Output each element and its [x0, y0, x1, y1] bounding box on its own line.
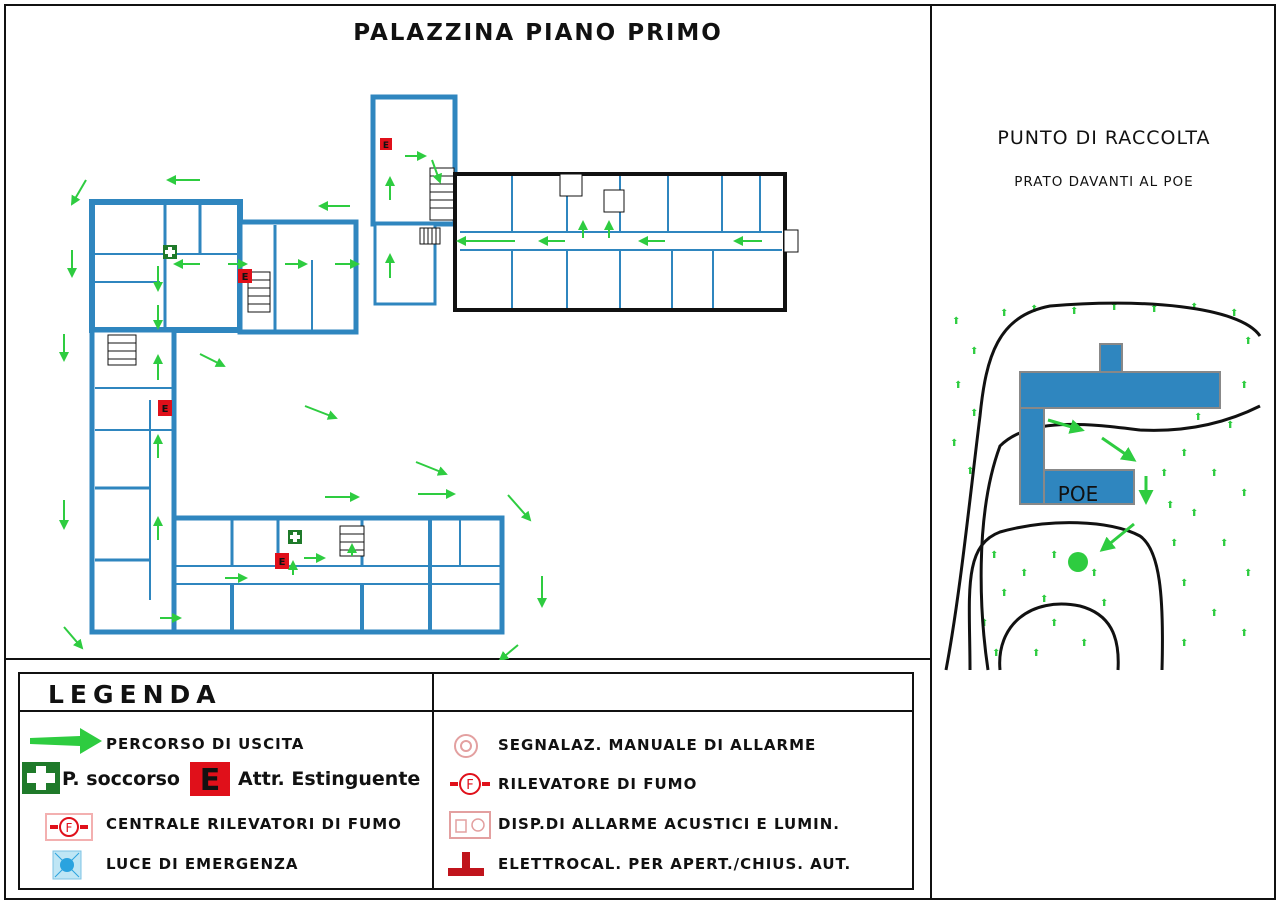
south-wing	[171, 515, 505, 635]
first-aid-cross-icon	[22, 762, 60, 794]
poe-label: POE	[1058, 482, 1098, 506]
svg-text:⬆: ⬆	[970, 346, 978, 357]
horizontal-divider	[4, 658, 932, 660]
vertical-divider	[930, 4, 932, 900]
emergency-light-icon	[52, 850, 82, 880]
svg-text:⬆: ⬆	[1180, 448, 1188, 459]
west-stairs	[107, 334, 137, 366]
svg-text:⬆: ⬆	[1210, 468, 1218, 479]
svg-text:⬆: ⬆	[1170, 538, 1178, 549]
svg-text:E: E	[279, 557, 286, 568]
page-title: PALAZZINA PIANO PRIMO	[353, 20, 723, 46]
assembly-point-subtitle: PRATO DAVANTI AL POE	[1014, 174, 1194, 190]
svg-text:⬆: ⬆	[952, 316, 960, 327]
svg-text:⬆: ⬆	[1230, 308, 1238, 319]
outer-frame	[4, 4, 1276, 900]
svg-text:⬆: ⬆	[1032, 648, 1040, 659]
north-tower	[370, 94, 458, 306]
svg-text:⬆: ⬆	[1194, 412, 1202, 423]
assembly-point-marker	[1068, 552, 1088, 572]
svg-text:⬆: ⬆	[954, 380, 962, 391]
legend-box	[18, 672, 914, 890]
svg-text:E: E	[383, 141, 389, 151]
svg-text:⬆: ⬆	[1180, 578, 1188, 589]
svg-text:⬆: ⬆	[1050, 618, 1058, 629]
northwest-block	[89, 199, 359, 335]
legend-manual-alarm-label: SEGNALAZ. MANUALE DI ALLARME	[498, 736, 817, 754]
svg-text:⬆: ⬆	[1080, 638, 1088, 649]
first-aid-cross-icon	[163, 245, 177, 259]
svg-text:⬆: ⬆	[1000, 308, 1008, 319]
svg-text:⬆: ⬆	[1240, 380, 1248, 391]
svg-text:⬆: ⬆	[1000, 588, 1008, 599]
svg-text:⬆: ⬆	[1160, 468, 1168, 479]
svg-text:⬆: ⬆	[1040, 594, 1048, 605]
svg-text:⬆: ⬆	[950, 438, 958, 449]
exit-route-arrows	[59, 151, 762, 660]
assembly-point-title: PUNTO DI RACCOLTA	[997, 127, 1211, 149]
svg-text:⬆: ⬆	[990, 550, 998, 561]
svg-text:⬆: ⬆	[1050, 550, 1058, 561]
svg-text:⬆: ⬆	[966, 466, 974, 477]
legend-electromagnet-label: ELETTROCAL. PER APERT./CHIUS. AUT.	[498, 855, 852, 873]
smoke-detector-icon: F	[450, 773, 490, 795]
extinguisher-e-icon: E	[275, 553, 289, 569]
svg-text:⬆: ⬆	[1240, 628, 1248, 639]
grass-pattern: ⬆ ⬆ ⬆ ⬆ ⬆ ⬆ ⬆ ⬆ ⬆ ⬆ ⬆ ⬆ ⬆ ⬆ ⬆ ⬆ ⬆ ⬆ ⬆ ⬆ ⬆ ⬆ ⬆ ⬆ ⬆ ⬆ ⬆ ⬆ ⬆ ⬆ ⬆ ⬆…	[950, 302, 1252, 659]
extinguisher-e-icon: E	[380, 138, 392, 151]
legend-divider	[432, 672, 434, 890]
svg-text:⬆: ⬆	[1020, 568, 1028, 579]
west-wing	[89, 327, 177, 635]
svg-text:⬆: ⬆	[1190, 508, 1198, 519]
extinguisher-e-icon: E	[238, 269, 252, 283]
svg-text:⬆: ⬆	[1070, 306, 1078, 317]
svg-text:⬆: ⬆	[1220, 538, 1228, 549]
legend-first-aid-label: P. soccorso	[62, 768, 180, 790]
svg-text:⬆: ⬆	[1244, 336, 1252, 347]
svg-text:F: F	[466, 778, 473, 793]
smoke-detector-panel-icon: F	[45, 813, 93, 841]
extinguisher-e-icon: E	[190, 762, 230, 796]
poe-building	[1019, 343, 1221, 505]
electromagnet-icon	[448, 852, 484, 876]
legend-extinguisher-label: Attr. Estinguente	[238, 768, 421, 790]
extinguisher-markers: E E E E	[158, 138, 392, 569]
svg-text:⬆: ⬆	[970, 408, 978, 419]
svg-text:⬆: ⬆	[1166, 500, 1174, 511]
extinguisher-e-icon: E	[158, 400, 172, 416]
svg-text:⬆: ⬆	[1090, 568, 1098, 579]
svg-text:⬆: ⬆	[1226, 420, 1234, 431]
svg-text:⬆: ⬆	[1240, 488, 1248, 499]
svg-text:⬆: ⬆	[992, 648, 1000, 659]
svg-text:E: E	[200, 763, 221, 796]
site-map: ⬆ ⬆ ⬆ ⬆ ⬆ ⬆ ⬆ ⬆ ⬆ ⬆ ⬆ ⬆ ⬆ ⬆ ⬆ ⬆ ⬆ ⬆ ⬆ ⬆ ⬆ ⬆ ⬆ ⬆ ⬆ ⬆ ⬆ ⬆ ⬆ ⬆ ⬆ ⬆…	[944, 301, 1262, 671]
svg-text:⬆: ⬆	[1150, 304, 1158, 315]
legend-emergency-light-label: LUCE DI EMERGENZA	[106, 855, 299, 873]
floor-plan: E E E E	[59, 94, 799, 660]
legend-exit-route-label: PERCORSO DI USCITA	[106, 735, 305, 753]
legend-smoke-panel-label: CENTRALE RILEVATORI DI FUMO	[106, 815, 402, 833]
svg-text:E: E	[162, 404, 169, 415]
first-aid-cross-icon	[288, 530, 302, 544]
legend-header-line	[18, 710, 914, 712]
svg-text:F: F	[66, 821, 73, 835]
legend-smoke-detector-label: RILEVATORE DI FUMO	[498, 775, 698, 793]
green-arrow-icon	[30, 728, 102, 754]
manual-alarm-icon	[454, 734, 478, 758]
svg-text:⬆: ⬆	[1244, 568, 1252, 579]
legend-title: LEGENDA	[48, 680, 222, 709]
svg-text:⬆: ⬆	[1100, 598, 1108, 609]
svg-text:⬆: ⬆	[1180, 638, 1188, 649]
svg-text:⬆: ⬆	[1110, 302, 1118, 313]
legend-acoustic-alarm-label: DISP.DI ALLARME ACUSTICI E LUMIN.	[498, 815, 840, 833]
svg-text:E: E	[242, 272, 249, 283]
acoustic-light-alarm-icon	[449, 811, 491, 839]
route-arrows	[1047, 418, 1154, 552]
northwest-stairs	[247, 271, 271, 313]
svg-text:⬆: ⬆	[1210, 608, 1218, 619]
